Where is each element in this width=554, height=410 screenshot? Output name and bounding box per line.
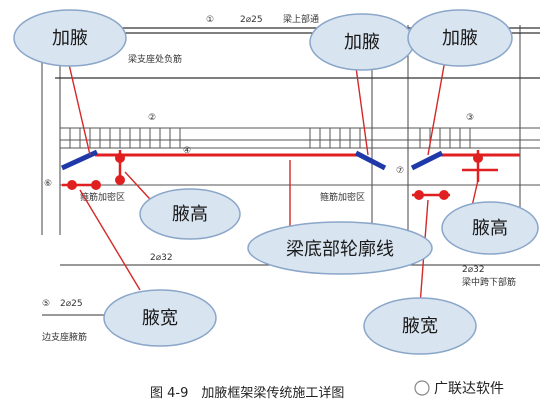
circle-3-label: ③	[466, 113, 474, 123]
callout-haunch-1: 加腋	[13, 9, 127, 67]
circle-4-label: ④	[183, 146, 191, 156]
svg-text:加腋: 加腋	[52, 28, 88, 49]
callout-bottom-contour: 梁底部轮廓线	[247, 221, 433, 275]
support-neg-rebar-label: 梁支座处负筋	[128, 53, 182, 65]
callout-haunch-3: 加腋	[407, 9, 513, 67]
top-rebar-circle: ①	[206, 15, 214, 25]
callout-haunch-width-right: 腋宽	[363, 297, 477, 355]
side-rebar-circle: ⑤	[42, 299, 50, 309]
circle-6-label: ⑥	[44, 179, 52, 189]
bottom-rebar-label-right: 2⌀32	[462, 265, 485, 275]
svg-text:腋高: 腋高	[172, 204, 208, 225]
haunch-line-left	[60, 149, 99, 171]
callout-haunch-width-left: 腋宽	[103, 289, 217, 347]
circle-2-label: ②	[148, 113, 156, 123]
svg-text:加腋: 加腋	[442, 28, 478, 49]
callout-haunch-height-left: 腋高	[139, 188, 241, 240]
circle-7-label: ⑦	[396, 166, 404, 176]
callout-haunch-height-right: 腋高	[441, 201, 539, 255]
side-rebar-label: 2⌀25	[60, 299, 83, 309]
top-rebar-label: 2⌀25	[240, 15, 263, 25]
svg-text:腋高: 腋高	[472, 218, 508, 239]
haunch-line-middle	[354, 150, 387, 171]
stirrup-zone-right-label: 箍筋加密区	[320, 191, 365, 203]
figure-caption: 图 4-9 加腋框架梁传统施工详图	[150, 386, 344, 401]
beam-top-label: 梁上部通	[283, 13, 319, 25]
svg-text:加腋: 加腋	[344, 32, 380, 53]
svg-text:梁底部轮廓线: 梁底部轮廓线	[286, 239, 394, 260]
mid-span-bottom-label: 梁中跨下部筋	[462, 276, 516, 288]
stirrup-ticks	[69, 128, 471, 148]
bottom-rebar-label-left: 2⌀32	[150, 253, 173, 263]
haunch-line-right	[410, 150, 444, 171]
svg-text:腋宽: 腋宽	[402, 316, 438, 337]
svg-text:腋宽: 腋宽	[142, 308, 178, 329]
edge-support-rebar-label: 边支座腋筋	[42, 331, 87, 343]
svg-text:广联达软件: 广联达软件	[434, 381, 504, 397]
callout-haunch-2: 加腋	[309, 13, 415, 71]
stirrup-zone-left-label: 箍筋加密区	[80, 191, 125, 203]
dim-dots	[67, 153, 483, 200]
watermark: 广联达软件	[414, 380, 504, 397]
